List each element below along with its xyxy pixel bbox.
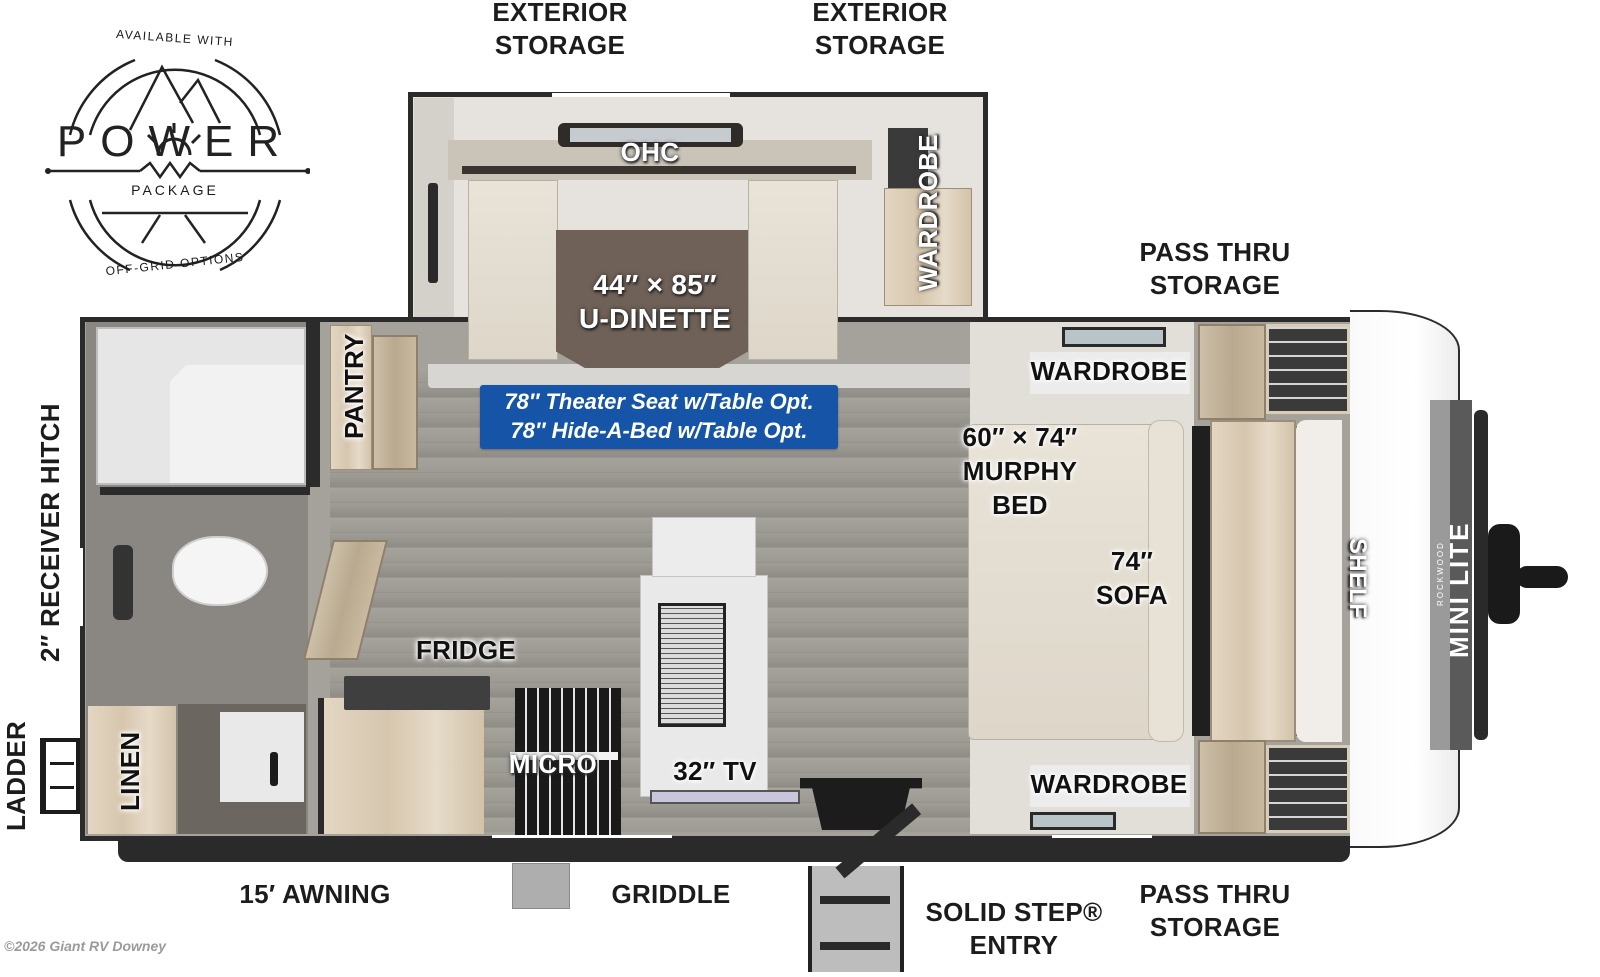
dinette-label: 44″ × 85″ U-DINETTE [578, 269, 732, 334]
exterior-storage-left-label: EXTERIOR STORAGE [492, 0, 628, 60]
faucet-icon [270, 752, 278, 786]
solid-step-entry-label: SOLID STEP® ENTRY [925, 897, 1103, 960]
tv-mount-left [428, 183, 438, 283]
pass-thru-storage-bottom-label: PASS THRU STORAGE [1139, 879, 1291, 942]
ohc-shelf [462, 166, 856, 174]
wardrobe-top-label: WARDROBE [1030, 356, 1188, 386]
option-line-2: 78″ Hide-A-Bed w/Table Opt. [510, 418, 808, 443]
sink-icon [658, 603, 726, 727]
brand-mini-lite: MINI LITE [1444, 521, 1474, 659]
exterior-storage-right-label: EXTERIOR STORAGE [812, 0, 948, 60]
entry-door-threshold [1052, 835, 1152, 838]
slide-wardrobe-top [888, 128, 928, 188]
awning-rail[interactable] [118, 840, 1350, 862]
toilet-icon [172, 536, 268, 606]
theater-seat-option-box: 78″ Theater Seat w/Table Opt. 78″ Hide-A… [480, 385, 838, 449]
copyright-text: ©2026 Giant RV Downey [4, 938, 167, 954]
hitch-coupler-icon [1516, 566, 1568, 588]
fridge-cabinet [318, 698, 484, 834]
dinette-seat-left [468, 180, 558, 360]
bath-window-icon [113, 545, 133, 620]
bath-wall [306, 317, 320, 487]
linen-cabinet [88, 706, 176, 834]
pantry-cabinet [330, 325, 372, 470]
linen-label: LINEN [115, 731, 145, 811]
pantry-door [372, 335, 418, 470]
rear-door-window [79, 548, 83, 626]
awning-label: 15′ AWNING [239, 879, 391, 909]
tv-bar [650, 790, 800, 804]
murphy-bed-panel [1210, 420, 1296, 742]
pass-thru-storage-top-label: PASS THRU STORAGE [1139, 237, 1291, 300]
tongue-jack-icon [1488, 524, 1520, 624]
griddle-label: GRIDDLE [611, 879, 731, 909]
dinette-table [556, 230, 748, 368]
side-window-bar [492, 835, 672, 838]
shower-door [100, 487, 310, 495]
brand-rockwood: ROCKWOOD [1436, 541, 1445, 607]
dinette-seat-right [748, 180, 838, 360]
slide-wardrobe [884, 188, 972, 306]
griddle-icon[interactable] [512, 863, 570, 909]
island-extension [652, 517, 756, 577]
front-cap-stripe [1430, 400, 1450, 750]
front-cap-stripe-dark [1450, 400, 1472, 750]
ladder-label: LADDER [1, 720, 31, 832]
ohc-label: OHC [620, 137, 680, 167]
sofa-label: 74″ SOFA [1096, 546, 1168, 610]
range-bar [510, 752, 618, 760]
power-package-badge-icon [45, 58, 311, 272]
power-package-logo: AVAILABLE WITH POWER PACKAGE OFF-GRID OP… [40, 25, 311, 295]
shelf-label: SHELF [1344, 537, 1371, 619]
micro-label: MICRO [508, 749, 598, 779]
slide-window [552, 93, 730, 97]
sink-basin-icon [220, 712, 304, 802]
shelf-unit-top [1266, 324, 1350, 414]
tv-label: 32″ TV [673, 756, 757, 786]
roof-vent-bedroom-top [1062, 327, 1166, 347]
wardrobe-bottom-label: WARDROBE [1030, 769, 1188, 799]
option-line-1: 78″ Theater Seat w/Table Opt. [504, 389, 814, 414]
wardrobe-slide-label: WARDROBE [913, 134, 943, 292]
ladder-icon [40, 738, 80, 814]
wardrobe-top-box [1030, 352, 1190, 394]
fridge-top [344, 676, 490, 710]
range-cooktop-icon [515, 688, 621, 836]
murphy-mattress [1296, 420, 1342, 742]
front-cap-window [1474, 410, 1488, 740]
sofa-back [1148, 420, 1184, 742]
bedroom-cabinet-bottom [1198, 740, 1266, 834]
carpet-strip [428, 364, 976, 388]
entry-step-icon[interactable] [808, 866, 904, 972]
roof-vent-bedroom-bottom [1030, 812, 1116, 830]
wardrobe-bottom-box [1030, 765, 1190, 807]
roof-vent-glass [570, 128, 731, 142]
receiver-hitch-label: 2″ RECEIVER HITCH [35, 403, 65, 663]
shelf-unit-bottom [1266, 745, 1350, 833]
murphy-bed-sofa [968, 424, 1182, 740]
logo-package-text: PACKAGE [131, 182, 219, 198]
pantry-label: PANTRY [339, 333, 369, 439]
logo-word: POWER [56, 117, 294, 166]
fridge-label: FRIDGE [415, 635, 517, 665]
bedroom-cabinet-top [1198, 324, 1266, 420]
murphy-bed-label: 60″ × 74″ MURPHY BED [962, 422, 1078, 520]
shower-pan [170, 365, 304, 483]
